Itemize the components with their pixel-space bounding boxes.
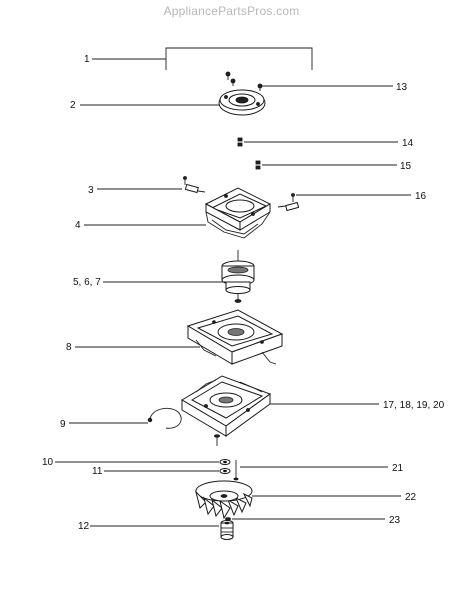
- callout-2: 2: [70, 100, 219, 111]
- svg-text:13: 13: [396, 82, 408, 93]
- part-21-shaft-pin: [233, 460, 239, 481]
- callout-12: 12: [78, 521, 219, 532]
- long-screw: [214, 434, 220, 446]
- svg-text:23: 23: [389, 515, 401, 526]
- part-22-fan: [195, 480, 253, 520]
- callout-23: 23: [232, 515, 401, 526]
- callout-5-6-7: 5, 6, 7: [73, 277, 226, 288]
- fan-blades: [195, 490, 253, 520]
- part-4-motor-bracket: [204, 187, 272, 239]
- part-11-washer: [219, 468, 231, 474]
- part-16-brush: [277, 193, 300, 212]
- top-screws: [225, 71, 263, 91]
- svg-text:2: 2: [70, 100, 76, 111]
- svg-text:17, 18, 19, 20: 17, 18, 19, 20: [383, 400, 445, 411]
- part-3-brush: [183, 176, 206, 194]
- svg-text:1: 1: [84, 54, 90, 65]
- svg-text:5, 6, 7: 5, 6, 7: [73, 277, 101, 288]
- callout-9: 9: [60, 419, 148, 430]
- callout-1: 1: [84, 47, 313, 70]
- svg-text:22: 22: [405, 492, 417, 503]
- part-15-nut: 15: [255, 160, 412, 172]
- callout-11: 11: [92, 466, 219, 477]
- part-2-motor-cover: [218, 89, 266, 116]
- part-17-motor-base: [181, 375, 272, 437]
- callout-13: 13: [262, 82, 408, 93]
- svg-text:16: 16: [415, 191, 427, 202]
- svg-text:10: 10: [42, 457, 54, 468]
- svg-text:11: 11: [92, 466, 103, 477]
- callout-16: 16: [296, 191, 427, 202]
- svg-text:12: 12: [78, 521, 90, 532]
- svg-text:8: 8: [66, 342, 72, 353]
- part-10-washer: [219, 459, 231, 465]
- part-23-washer: [225, 517, 231, 521]
- part-12-pulley: [220, 520, 234, 540]
- svg-text:14: 14: [402, 138, 414, 149]
- svg-text:15: 15: [400, 161, 412, 172]
- part-8-field-housing: [186, 309, 284, 365]
- watermark: AppliancePartsPros.com: [163, 4, 300, 18]
- callout-3: 3: [88, 185, 182, 196]
- callout-17-20: 17, 18, 19, 20: [270, 400, 445, 411]
- part-5-6-7-armature: [221, 250, 255, 303]
- svg-text:21: 21: [392, 463, 404, 474]
- callout-21: 21: [240, 463, 404, 474]
- part-14-nut: 14: [237, 137, 414, 149]
- svg-text:9: 9: [60, 419, 66, 430]
- svg-text:3: 3: [88, 185, 94, 196]
- part-9-belt-cord: [147, 407, 182, 429]
- callout-8: 8: [66, 342, 200, 353]
- callout-22: 22: [252, 492, 417, 503]
- svg-text:4: 4: [75, 220, 81, 231]
- callout-10: 10: [42, 457, 219, 468]
- callout-4: 4: [75, 220, 206, 231]
